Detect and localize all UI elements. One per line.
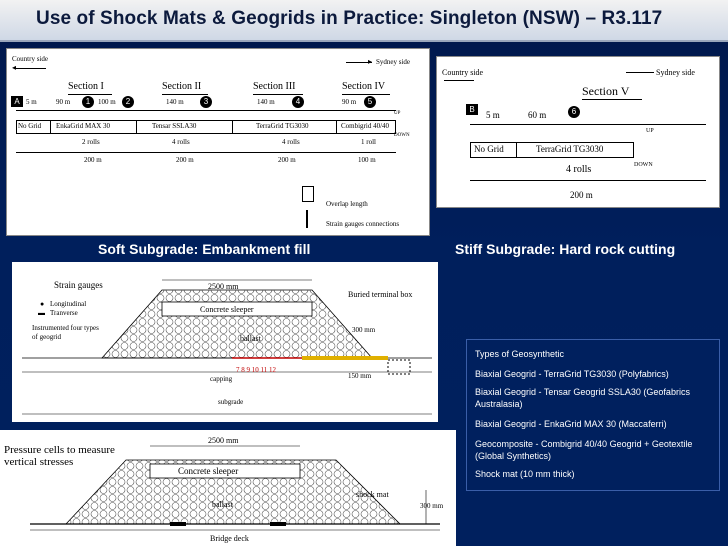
- length-label: 60 m: [528, 110, 547, 120]
- section-a-badge: A: [11, 96, 23, 107]
- bridge-deck-label: Bridge deck: [210, 534, 249, 543]
- gauge-ids-label: 7 8 9 10 11 12: [236, 366, 276, 374]
- legend-item: Biaxial Geogrid - TerraGrid TG3030 (Poly…: [475, 369, 669, 379]
- terminal-box-label: Buried terminal box: [348, 290, 413, 299]
- span-label: 200 m: [570, 190, 593, 200]
- marker-5: 5: [364, 96, 376, 108]
- instrumented-label: Instrumented four types of geogrid: [32, 324, 99, 341]
- up-label: UP: [394, 111, 401, 116]
- length-label: 90 m: [56, 98, 71, 106]
- arrow-right-icon: [346, 62, 372, 63]
- material-label: TerraGrid TG3030: [536, 144, 604, 154]
- section-1-label: Section I: [68, 81, 104, 92]
- sydney-side-label: Sydney side: [376, 58, 411, 66]
- depth-300-label: 300 mm: [420, 502, 444, 510]
- down-label: DOWN: [634, 162, 653, 168]
- sleeper-label: Concrete sleeper: [200, 305, 254, 314]
- embankment-drawing: [22, 279, 432, 415]
- track-strip: [16, 120, 396, 134]
- ballast-label: ballast: [212, 500, 233, 509]
- rolls-label: 4 rolls: [282, 138, 300, 146]
- section-b-badge: B: [466, 104, 478, 115]
- length-label: 90 m: [342, 98, 357, 106]
- marker-4: 4: [292, 96, 304, 108]
- title-bar: Use of Shock Mats & Geogrids in Practice…: [0, 0, 728, 42]
- shock-mat-label: shock mat: [356, 490, 389, 499]
- material-label: Combigrid 40/40: [341, 122, 390, 130]
- span-label: 100 m: [358, 156, 376, 164]
- marker-3: 3: [200, 96, 212, 108]
- width-dimension: 2500 mm: [208, 282, 239, 291]
- subgrade-label: subgrade: [218, 398, 244, 406]
- cross-section-embankment: 2500 mm Strain gauges ● Longitudinal ▬ T…: [12, 262, 438, 422]
- length-label: 5 m: [26, 98, 37, 106]
- rolls-label: 4 rolls: [172, 138, 190, 146]
- legend-item: Geocomposite - Combigrid 40/40 Geogrid +…: [475, 439, 693, 461]
- legend-item: Biaxial Geogrid - EnkaGrid MAX 30 (Macca…: [475, 419, 667, 429]
- section-5-label: Section V: [582, 84, 630, 98]
- length-label: 5 m: [486, 110, 500, 120]
- caption-stiff-subgrade: Stiff Subgrade: Hard rock cutting: [455, 241, 676, 257]
- arrow-left-icon: [444, 80, 474, 81]
- length-label: 140 m: [257, 98, 275, 106]
- material-label: EnkaGrid MAX 30: [56, 122, 111, 130]
- sydney-side-label: Sydney side: [656, 68, 695, 77]
- legend-item: Shock mat (10 mm thick): [475, 469, 575, 479]
- width-dimension: 2500 mm: [208, 436, 239, 445]
- capping-label: capping: [210, 375, 233, 383]
- rolls-label: 4 rolls: [566, 164, 592, 175]
- ballast-label: ballast: [240, 334, 261, 343]
- longitudinal-label: Longitudinal: [50, 300, 87, 308]
- pressure-cells-label: Pressure cells to measure vertical stres…: [4, 444, 115, 468]
- down-label: DOWN: [394, 133, 410, 138]
- material-label: TerraGrid TG3030: [256, 122, 309, 130]
- overlap-legend-label: Overlap length: [326, 200, 368, 208]
- cross-section-bridge: 2500 mm Pressure cells to measure vertic…: [0, 430, 456, 546]
- country-side-label: Country side: [12, 55, 48, 63]
- geosynthetic-legend: Types of Geosynthetic Biaxial Geogrid - …: [466, 339, 720, 491]
- track-strip: [470, 142, 634, 158]
- legend-title: Types of Geosynthetic: [475, 349, 565, 359]
- section-layout-diagram-right: Country side Sydney side Section V B 5 m…: [436, 56, 720, 208]
- bridge-drawing: [30, 445, 440, 531]
- gauge-legend-symbol: [306, 210, 308, 228]
- span-label: 200 m: [176, 156, 194, 164]
- legend-item: Biaxial Geogrid - Tensar Geogrid SSLA30 …: [475, 387, 690, 409]
- marker-2: 2: [122, 96, 134, 108]
- length-label: 100 m: [98, 98, 116, 106]
- material-label: No Grid: [18, 122, 42, 130]
- section-layout-diagram-left: Country side ◂ Sydney side ▸ Section I S…: [6, 48, 430, 236]
- section-4-label: Section IV: [342, 81, 386, 92]
- rolls-label: 2 rolls: [82, 138, 100, 146]
- caption-soft-subgrade: Soft Subgrade: Embankment fill: [98, 241, 311, 257]
- section-2-label: Section II: [162, 81, 202, 92]
- arrow-left-icon: [16, 68, 46, 69]
- gauge-legend-label: Strain gauges connections: [326, 220, 400, 228]
- length-label: 140 m: [166, 98, 184, 106]
- material-label: Tensar SSLA30: [152, 122, 197, 130]
- span-label: 200 m: [84, 156, 102, 164]
- rolls-label: 1 roll: [361, 138, 376, 146]
- material-label: No Grid: [474, 144, 504, 154]
- up-label: UP: [646, 128, 654, 134]
- marker-6: 6: [568, 106, 580, 118]
- transverse-label: Tranverse: [50, 309, 78, 317]
- arrow-right-icon: [626, 72, 654, 73]
- overlap-legend-symbol: [302, 186, 314, 202]
- sleeper-label: Concrete sleeper: [178, 466, 239, 476]
- strain-gauges-label: Strain gauges: [54, 280, 103, 290]
- span-label: 200 m: [278, 156, 296, 164]
- slide-title: Use of Shock Mats & Geogrids in Practice…: [36, 8, 663, 29]
- marker-1: 1: [82, 96, 94, 108]
- depth-300-label: 300 mm: [352, 326, 376, 334]
- depth-150-label: 150 mm: [348, 372, 372, 380]
- country-side-label: Country side: [442, 68, 484, 77]
- section-3-label: Section III: [253, 81, 296, 92]
